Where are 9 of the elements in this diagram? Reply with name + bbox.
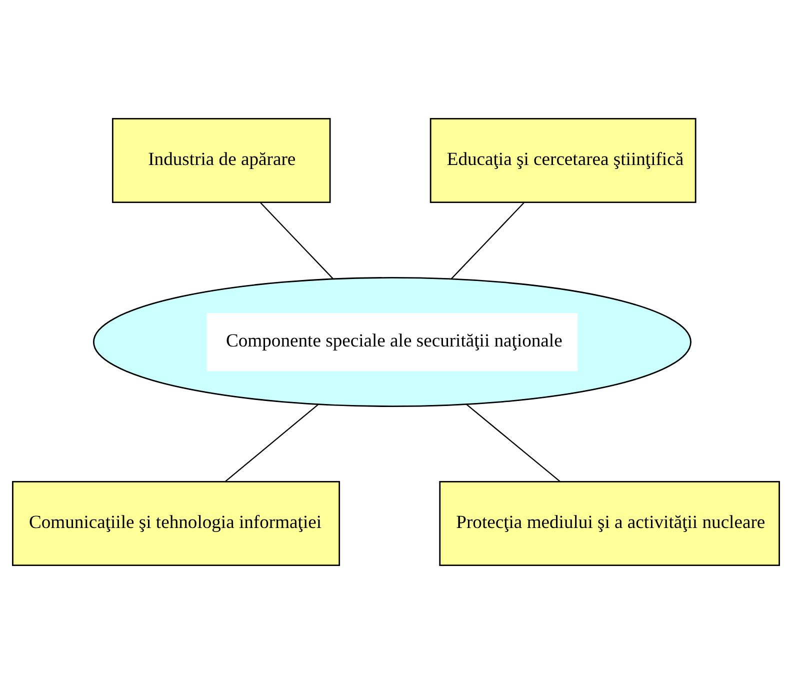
node-box: Educaţia şi cercetarea ştiinţifică [430, 118, 696, 204]
connector [225, 404, 319, 482]
connector [450, 202, 524, 280]
node-box: Protecţia mediului şi a activităţii nucleare [439, 480, 780, 566]
node-ellipse: Componente speciale ale securităţii naţionale [92, 277, 692, 407]
node-box: Comunicaţiile şi tehnologia informaţiei [12, 480, 340, 566]
connector [466, 404, 560, 482]
node-box: Industria de apărare [112, 118, 331, 204]
connector [260, 202, 334, 280]
